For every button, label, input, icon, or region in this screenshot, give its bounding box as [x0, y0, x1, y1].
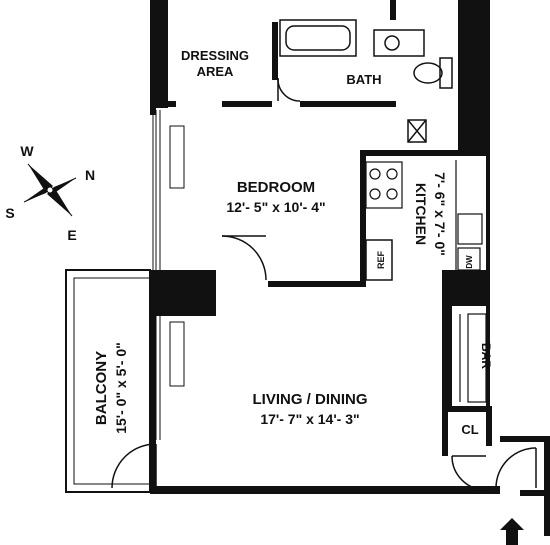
- kitchen-counter: [455, 160, 483, 271]
- arrow-up-icon: [500, 518, 524, 545]
- bar-label: BAR: [479, 343, 493, 369]
- balcony-name: BALCONY: [93, 351, 110, 425]
- dressing-area-label-line2: AREA: [197, 64, 234, 79]
- kitchen-label: KITCHEN: [413, 183, 429, 245]
- doors: [111, 77, 537, 491]
- closet-label: CL: [461, 422, 478, 437]
- windows: [152, 110, 185, 440]
- bar-counter: [459, 313, 487, 403]
- dishwasher-label: DW: [465, 255, 474, 269]
- living-dining-dimensions: 17'- 7" x 14'- 3": [260, 411, 359, 427]
- stove: [365, 161, 403, 209]
- compass-n: N: [85, 167, 95, 183]
- vent-box: [407, 119, 427, 143]
- refrigerator: REF: [365, 239, 393, 281]
- compass-e: E: [67, 227, 76, 243]
- compass-rose: [23, 163, 77, 217]
- ref-label: REF: [376, 250, 386, 269]
- bath-label: BATH: [346, 72, 381, 87]
- bathtub: [279, 19, 357, 57]
- dressing-area-label-line1: DRESSING: [181, 48, 249, 63]
- living-dining-label: LIVING / DINING: [252, 391, 367, 408]
- balcony-label-group: BALCONY 15'- 0" x 5'- 0": [93, 342, 129, 434]
- kitchen-dimensions: 7'- 6" x 7'- 0": [432, 172, 448, 256]
- balcony-dimensions: 15'- 0" x 5'- 0": [113, 342, 129, 434]
- toilet: [413, 57, 453, 89]
- sink: [373, 29, 425, 57]
- compass-s: S: [5, 205, 14, 221]
- bedroom-dimensions: 12'- 5" x 10'- 4": [226, 199, 325, 215]
- compass-w: W: [20, 143, 34, 159]
- bedroom-label: BEDROOM: [237, 179, 315, 196]
